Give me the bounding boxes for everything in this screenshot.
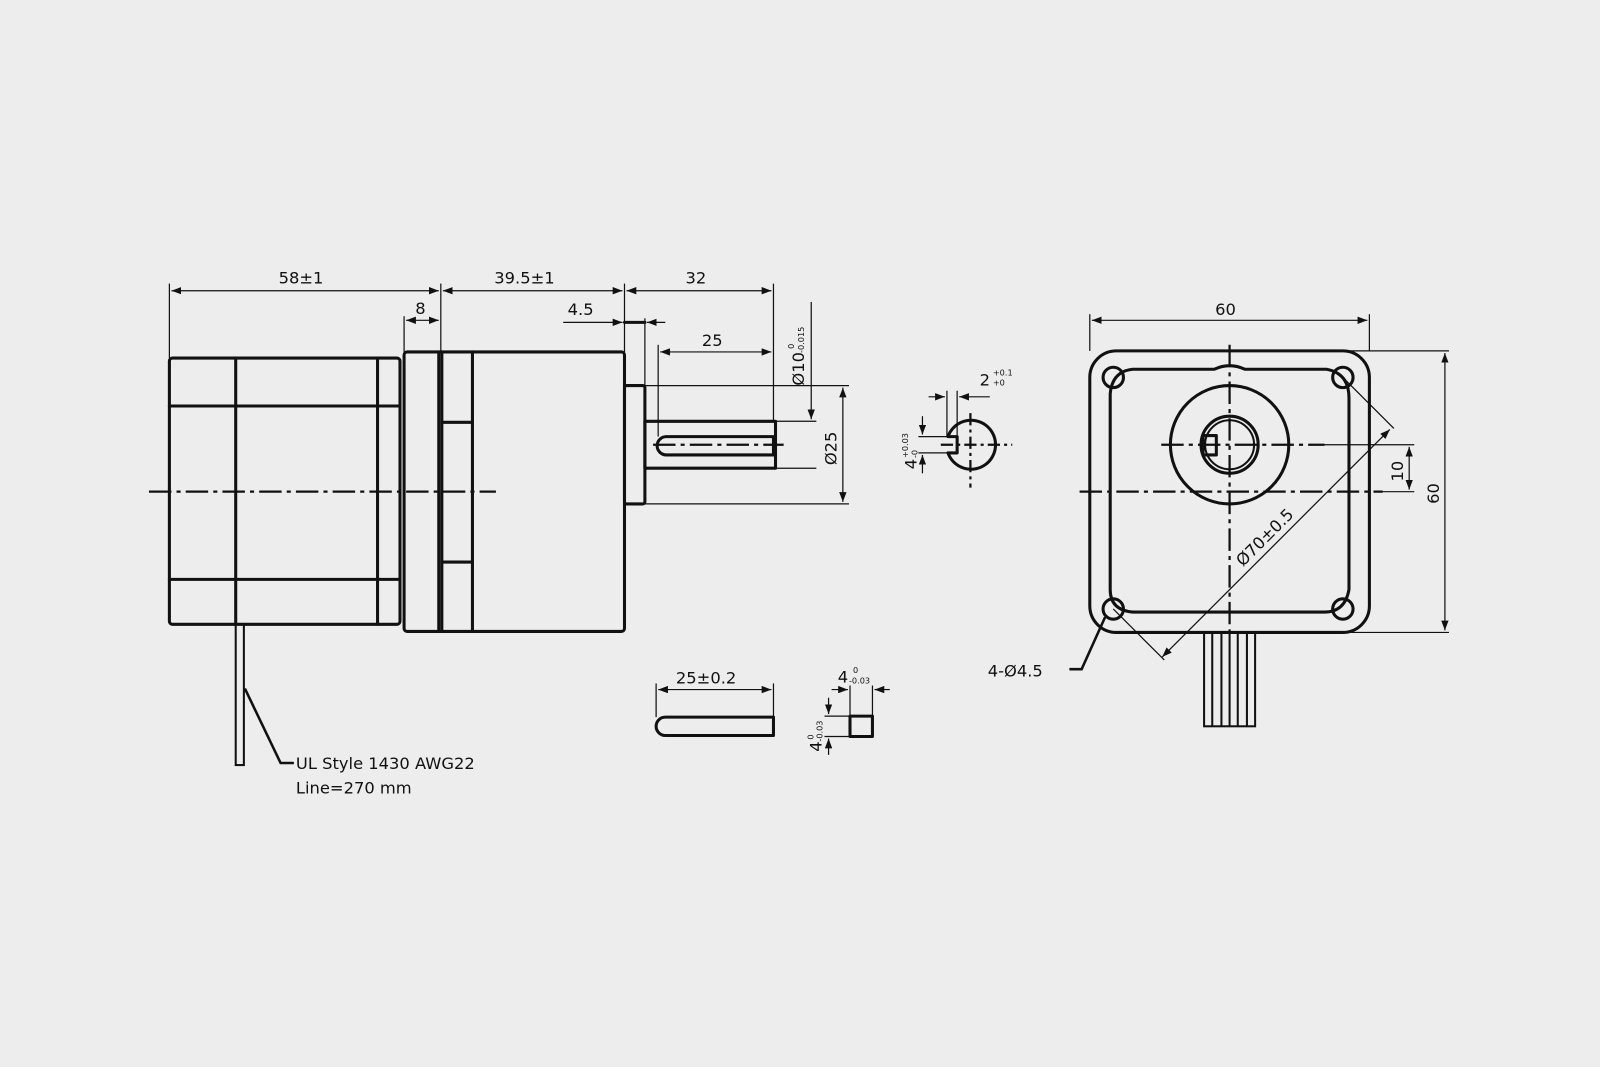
- dim-gearbox-length: 39.5±1: [494, 269, 554, 288]
- tol-lower: +0: [993, 378, 1005, 388]
- dim-keyway-width: 2: [980, 371, 990, 390]
- mount-hole: [1101, 365, 1125, 390]
- dim-keyway-depth: 4: [901, 459, 920, 469]
- dim-front-height: 60: [1424, 483, 1443, 504]
- tol-lower: -0.03: [814, 720, 824, 741]
- dim-key-height: 4: [806, 741, 825, 751]
- dim-holes: 4-Ø4.5: [988, 661, 1043, 680]
- tol-lower: -0.015: [796, 327, 806, 353]
- shaft-section: 2 +0.1 +0 4 +0.03 -0: [900, 367, 1013, 488]
- mount-hole: [1101, 597, 1125, 621]
- side-view: 58±1 39.5±1 32 8 4.5 25 Ø10 0 -0.015: [148, 269, 849, 798]
- wire-label-line1: UL Style 1430 AWG22: [296, 754, 475, 773]
- tol-upper: 0: [853, 665, 858, 675]
- dim-pilot-dia: Ø25: [822, 432, 841, 466]
- pilot-boss: [622, 384, 647, 506]
- wire-label-line2: Line=270 mm: [296, 779, 412, 798]
- front-view: 60 60 10 Ø70±0.5 4-Ø4.5: [988, 300, 1449, 728]
- dim-pilot: 4.5: [568, 300, 594, 319]
- key-detail: 25±0.2 4 0 -0.03 4 0 -0.03: [654, 665, 890, 755]
- dim-key-width: 4: [838, 667, 848, 686]
- tol-lower: -0: [909, 450, 919, 458]
- tol-upper: 0: [786, 344, 796, 349]
- dim-motor-length: 58±1: [279, 269, 324, 288]
- tol-upper: +0.1: [993, 367, 1013, 377]
- dim-front-width: 60: [1215, 300, 1236, 319]
- dim-shaft-dia: Ø10: [789, 352, 808, 386]
- dim-key-length: 25: [702, 331, 723, 350]
- dimensions-side: 58±1 39.5±1 32 8 4.5 25 Ø10 0 -0.015: [168, 269, 849, 505]
- lead-wire: [234, 623, 245, 767]
- keyway: [655, 435, 775, 457]
- dim-key-total-length: 25±0.2: [676, 668, 736, 687]
- dim-offset: 10: [1388, 461, 1407, 482]
- dim-flange: 8: [415, 299, 425, 318]
- tol-upper: 0: [805, 734, 815, 739]
- dim-bolt-circle: Ø70±0.5: [1232, 505, 1297, 570]
- lead-wires: [1203, 631, 1257, 728]
- tol-upper: +0.03: [900, 433, 910, 458]
- mount-hole: [1331, 365, 1355, 390]
- dim-shaft-length: 32: [686, 269, 707, 288]
- tol-lower: -0.03: [849, 675, 870, 685]
